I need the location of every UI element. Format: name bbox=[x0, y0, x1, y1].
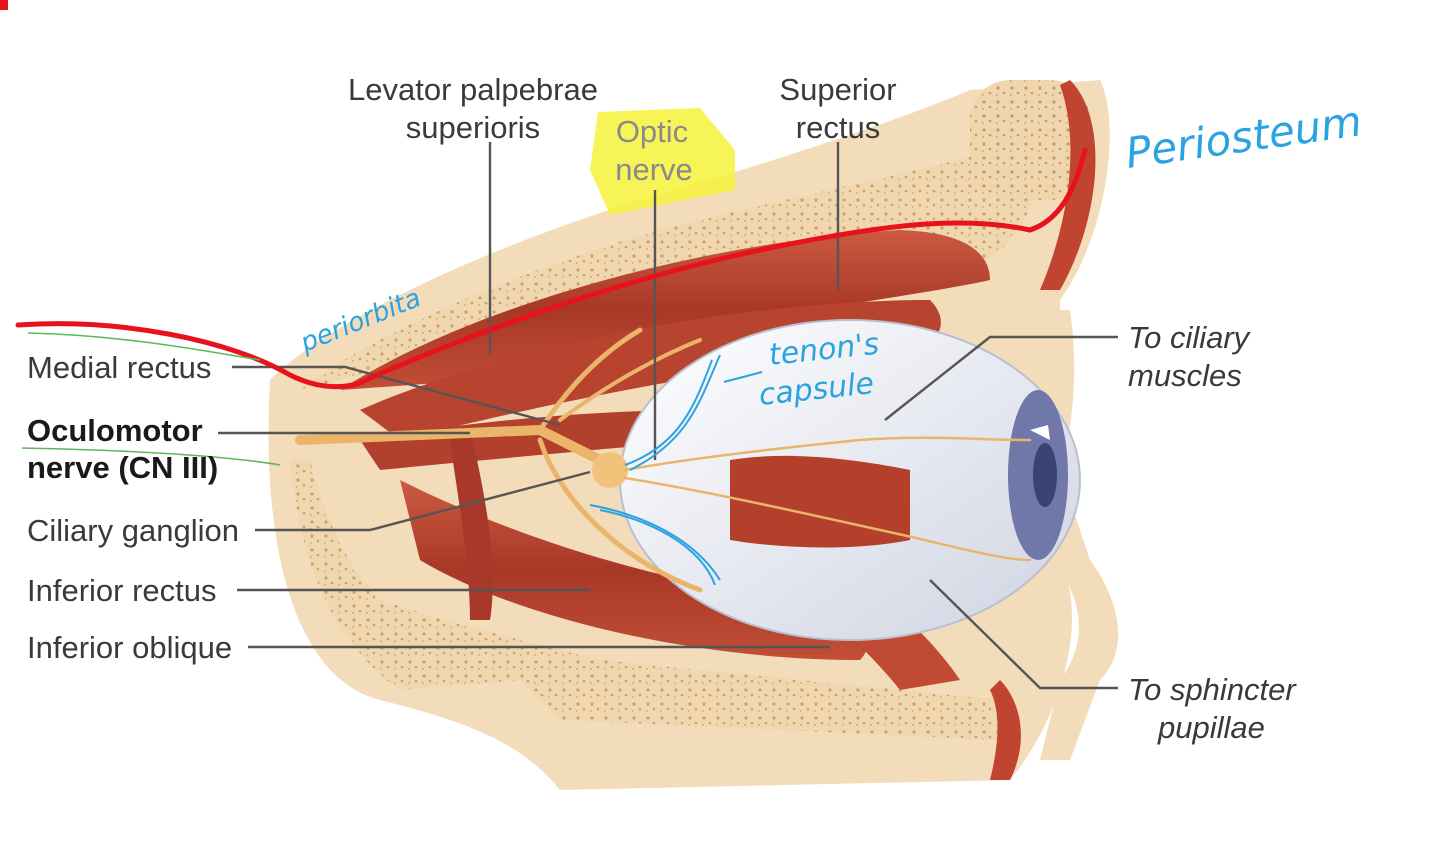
label-superior-line2: rectus bbox=[796, 110, 880, 145]
leader-to-ciliary bbox=[884, 335, 1118, 421]
printed-labels: Levator palpebrae superioris Optic nerve… bbox=[27, 72, 1297, 745]
eyeball bbox=[619, 319, 1081, 641]
label-to-ciliary-line2: muscles bbox=[1128, 358, 1242, 393]
leader-lines bbox=[218, 142, 1118, 690]
label-levator-line1: Levator palpebrae bbox=[348, 72, 598, 107]
label-to-ciliary-line1: To ciliary bbox=[1128, 320, 1252, 355]
label-to-sphincter-line2: pupillae bbox=[1157, 710, 1265, 745]
medial-rectus-muscle bbox=[360, 410, 700, 470]
label-medial-rectus: Medial rectus bbox=[27, 350, 211, 385]
label-optic-line2: nerve bbox=[615, 152, 693, 187]
label-oculomotor-line2: nerve (CN III) bbox=[27, 450, 218, 485]
label-levator-line2: superioris bbox=[406, 110, 540, 145]
nerves bbox=[295, 327, 1032, 593]
label-oculomotor-line1: Oculomotor bbox=[27, 413, 203, 448]
label-superior-line1: Superior bbox=[779, 72, 896, 107]
optic-nerve-highlight bbox=[590, 108, 735, 215]
label-inferior-oblique: Inferior oblique bbox=[27, 630, 232, 665]
green-mark-upper bbox=[27, 332, 261, 361]
label-optic-line1: Optic bbox=[616, 114, 688, 149]
leader-to-sphincter bbox=[929, 579, 1118, 690]
pupil-shape bbox=[1033, 443, 1057, 507]
green-mark-lower bbox=[21, 447, 281, 466]
periosteum-red-line bbox=[15, 147, 1088, 390]
handwritten-periosteum: Periosteum bbox=[1123, 96, 1365, 178]
leader-ciliary-ganglion bbox=[255, 470, 591, 532]
superior-rectus-muscle bbox=[340, 230, 990, 390]
label-inferior-rectus: Inferior rectus bbox=[27, 573, 217, 608]
label-to-sphincter-line1: To sphincter bbox=[1128, 672, 1297, 707]
label-ciliary-ganglion: Ciliary ganglion bbox=[27, 513, 239, 548]
tenons-capsule-marks bbox=[589, 354, 763, 586]
ciliary-ganglion-shape bbox=[592, 452, 628, 488]
